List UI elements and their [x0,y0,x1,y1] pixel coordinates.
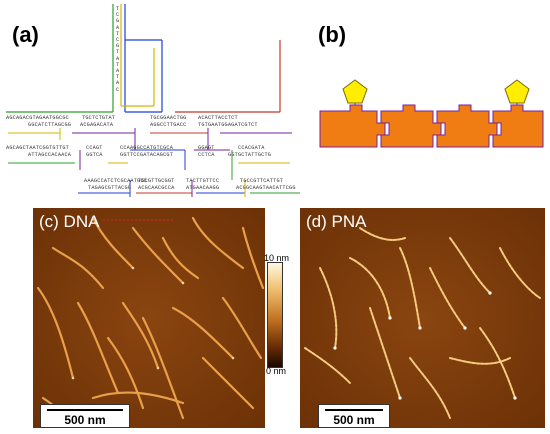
seq-row3f: ATGAACAAGG [186,185,220,191]
seq-row1f: AGGCCTTGACC [150,122,187,128]
scale-bar-dna: 500 nm [40,404,130,428]
seq-row1c: TGCTCTGTAT [82,115,116,121]
seq-row1b: GGCATCTTAGCGG [28,122,72,128]
afm-fibers-dna [33,208,265,428]
vertical-sequence: TCGATCGTATATAC [116,6,120,93]
seq-row3b: TAGAGCGTTACGG [88,185,132,191]
pna-tile-schematic [319,79,544,148]
seq-row2h: CCTCA [198,152,215,158]
seq-row1h: TGTGAATGGAGATCGTCT [198,122,258,128]
seq-row3a: AAAGCCATCTCGCAATGCC [84,178,147,184]
puzzle-piece-1 [319,104,386,148]
pentagon-left [342,79,368,104]
seq-row1d: ACGAGACATA [80,122,114,128]
seq-row3e: TACTTGTTCC [186,178,220,184]
colorbar-top-label: 10 nm [264,253,290,263]
afm-label-pna: (d) PNA [306,212,367,231]
panel-label-a: (a) [12,22,39,47]
puzzle-piece-3 [436,104,498,148]
panel-label-b: (b) [318,22,347,47]
seq-row3h: ACGGCAAGTAACATTCGG [236,185,296,191]
seq-row3d: ACGCAACGCCA [138,185,175,191]
seq-row1e: TGCGGAACTGG [150,115,187,121]
seq-row2d: GGTCA [86,152,103,158]
seq-row2g: GGAGT [198,145,215,151]
afm-label-dna: (c) DNA [39,212,100,231]
puzzle-piece-4 [492,104,544,148]
afm-image-dna: (c) DNA 500 nm [33,208,265,428]
seq-row2c: CCAGT [86,145,103,151]
afm-image-pna: (d) PNA 500 nm [300,208,545,428]
seq-row2i: CCACGATA [238,145,265,151]
scale-line-dna [47,409,123,411]
seq-row2j: GGTGCTATTGCTG [228,152,272,158]
seq-row1g: ACACTTACCTCT [198,115,238,121]
afm-fibers-pna [300,208,545,428]
seq-row3c: TGCGTTGCGGT [138,178,175,184]
puzzle-piece-2 [380,104,442,148]
seq-row2f: GGTTCCGATACAGCGT [120,152,174,158]
scale-bar-pna: 500 nm [318,404,390,428]
dna-tile-diagram [6,4,300,197]
scale-text-pna: 500 nm [333,413,375,427]
pentagon-right [504,79,530,104]
seq-row1a: AGCAGACGTAGAATGGCGC [6,115,69,121]
seq-row2a: AGCAGCTAATCGGTGTTGT [6,145,69,151]
scale-text-dna: 500 nm [64,413,106,427]
seq-row3g: TGCCGTTCATTGT [240,178,284,184]
colorbar-bottom-label: 0 nm [266,366,287,376]
seq-row2e: CCAAGGCCATGTCGCA [120,145,174,151]
seq-row2b: ATTAGCCACAACA [28,152,72,158]
height-colorbar [267,262,283,368]
scale-line-pna [325,409,383,411]
